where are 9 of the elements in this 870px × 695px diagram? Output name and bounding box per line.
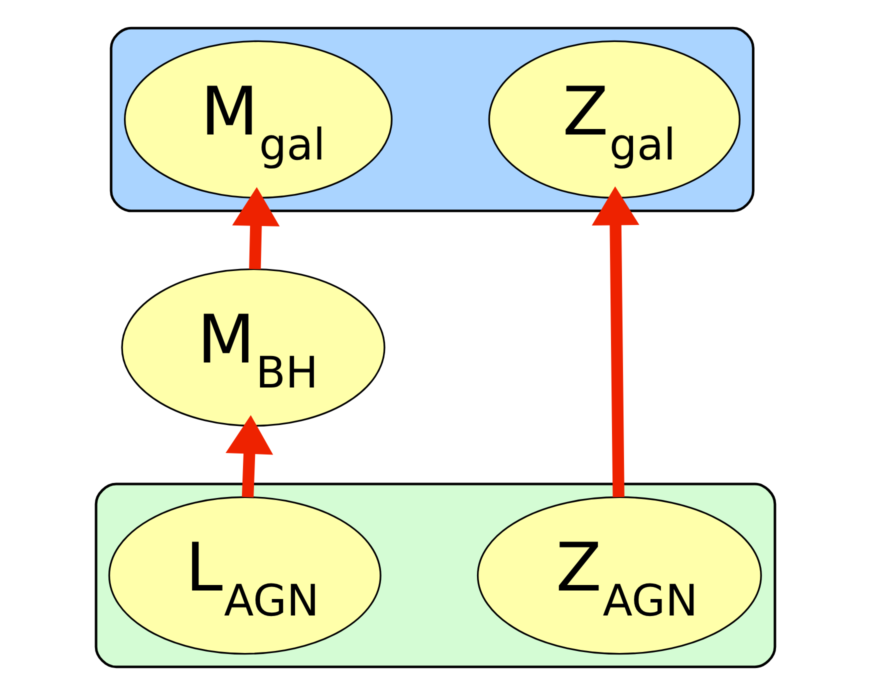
node-ellipse: M$_{BH}$ [120,268,385,427]
node-ellipse: L$_{AGN}$ [108,496,381,655]
node-ellipse: Z$_{gal}$ [488,40,740,199]
arrow [232,187,280,270]
node-ellipse: Z$_{AGN}$ [476,496,762,655]
cluster [109,26,754,212]
cluster [94,482,776,668]
arrow [591,186,639,498]
node-ellipse: M$_{gal}$ [123,40,392,199]
